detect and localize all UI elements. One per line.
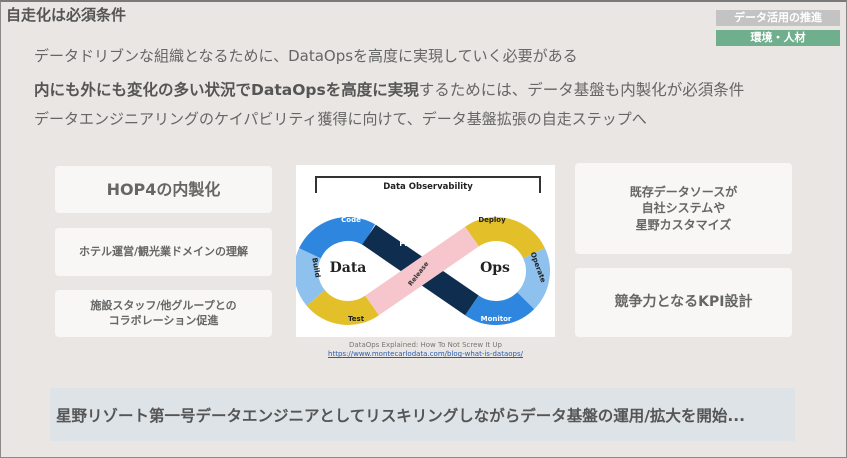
box-data-sources-line1: 既存データソースが [629,185,738,200]
diagram-caption: DataOps Explained: How To Not Screw It U… [296,341,555,359]
subcategory-badge: 環境・人材 [716,30,840,46]
ops-center-label: Ops [480,260,510,276]
caption-link[interactable]: https://www.montecarlodata.com/blog-what… [328,350,523,358]
plan-label: Plan [399,240,416,248]
box-collaboration: 施設スタッフ/他グループとの コラボレーション促進 [55,290,272,337]
build-label: Build [310,257,321,278]
statement-2-rest: するためには、データ基盤も内製化が必須条件 [418,81,745,99]
box-data-sources: 既存データソースが 自社システムや 星野カスタマイズ [575,163,792,254]
dataops-infinity-svg: Data Observability Data Ops Code Build T… [294,176,550,325]
deploy-label: Deploy [478,216,506,224]
statement-3: データエンジニアリングのケイパビリティ獲得に向けて、データ基盤拡張の自走ステップ… [34,110,647,128]
category-badge: データ活用の推進 [716,10,840,26]
box-kpi: 競争力となるKPI設計 [575,268,792,337]
release-segment [365,226,479,316]
operate-segment [516,248,550,310]
deploy-segment [465,217,545,259]
box-domain: ホテル運営/観光業ドメインの理解 [55,228,272,276]
monitor-label: Monitor [481,315,512,323]
data-center-label: Data [330,260,367,276]
box-collaboration-line2: コラボレーション促進 [108,313,219,327]
test-segment [306,289,379,325]
statement-2: 内にも外にも変化の多い状況でDataOpsを高度に実現するためには、データ基盤も… [34,78,744,100]
observability-label: Data Observability [383,182,473,192]
build-segment [294,248,326,306]
monitor-segment [465,291,535,325]
code-segment [299,217,375,259]
box-hop4: HOP4の内製化 [55,166,272,213]
box-data-sources-line2: 自社システムや [641,201,726,216]
statement-2-bold: 内にも外にも変化の多い状況でDataOpsを高度に実現 [34,81,419,99]
caption-text: DataOps Explained: How To Not Screw It U… [349,341,502,349]
dataops-diagram: Data Observability Data Ops Code Build T… [294,165,555,337]
slide-title: 自走化は必須条件 [6,6,127,24]
summary-banner: 星野リゾート第一号データエンジニアとしてリスキリングしながらデータ基盤の運用/拡… [50,388,795,441]
code-label: Code [341,216,361,224]
test-label: Test [348,315,365,323]
box-collaboration-line1: 施設スタッフ/他グループとの [90,298,237,312]
box-data-sources-line3: 星野カスタマイズ [635,217,732,232]
statement-1: データドリブンな組織となるために、DataOpsを高度に実現していく必要がある [34,47,578,65]
observability-bracket [315,176,541,193]
